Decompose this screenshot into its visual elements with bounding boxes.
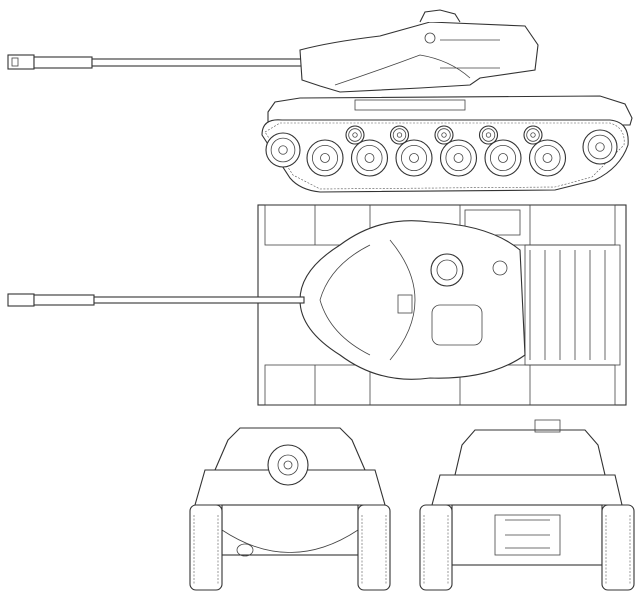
side-view [7,9,633,193]
return-roller [478,125,499,145]
front-hull [221,504,359,556]
side-gun [7,54,303,70]
return-roller [523,125,543,145]
rear-left-track [419,504,453,591]
top-gun [7,293,305,307]
road-wheel [484,139,522,177]
road-wheel [350,139,389,177]
rear-turret [454,429,606,476]
return-roller [345,125,365,145]
side-turret [299,21,539,93]
top-turret [299,220,526,380]
front-view [189,427,391,591]
top-view [7,204,627,406]
rear-right-track [601,504,635,591]
side-wheel-set [265,125,618,177]
road-wheel [439,139,478,177]
drive-sprocket [582,129,618,165]
front-right-track [357,504,391,591]
return-roller [389,125,410,145]
front-left-track [189,504,223,591]
commander-cupola [430,253,464,287]
road-wheel [306,139,344,177]
rear-view [419,419,635,591]
idler-wheel [265,132,301,168]
road-wheel [395,139,433,177]
return-roller [434,125,454,145]
road-wheel [528,139,567,177]
